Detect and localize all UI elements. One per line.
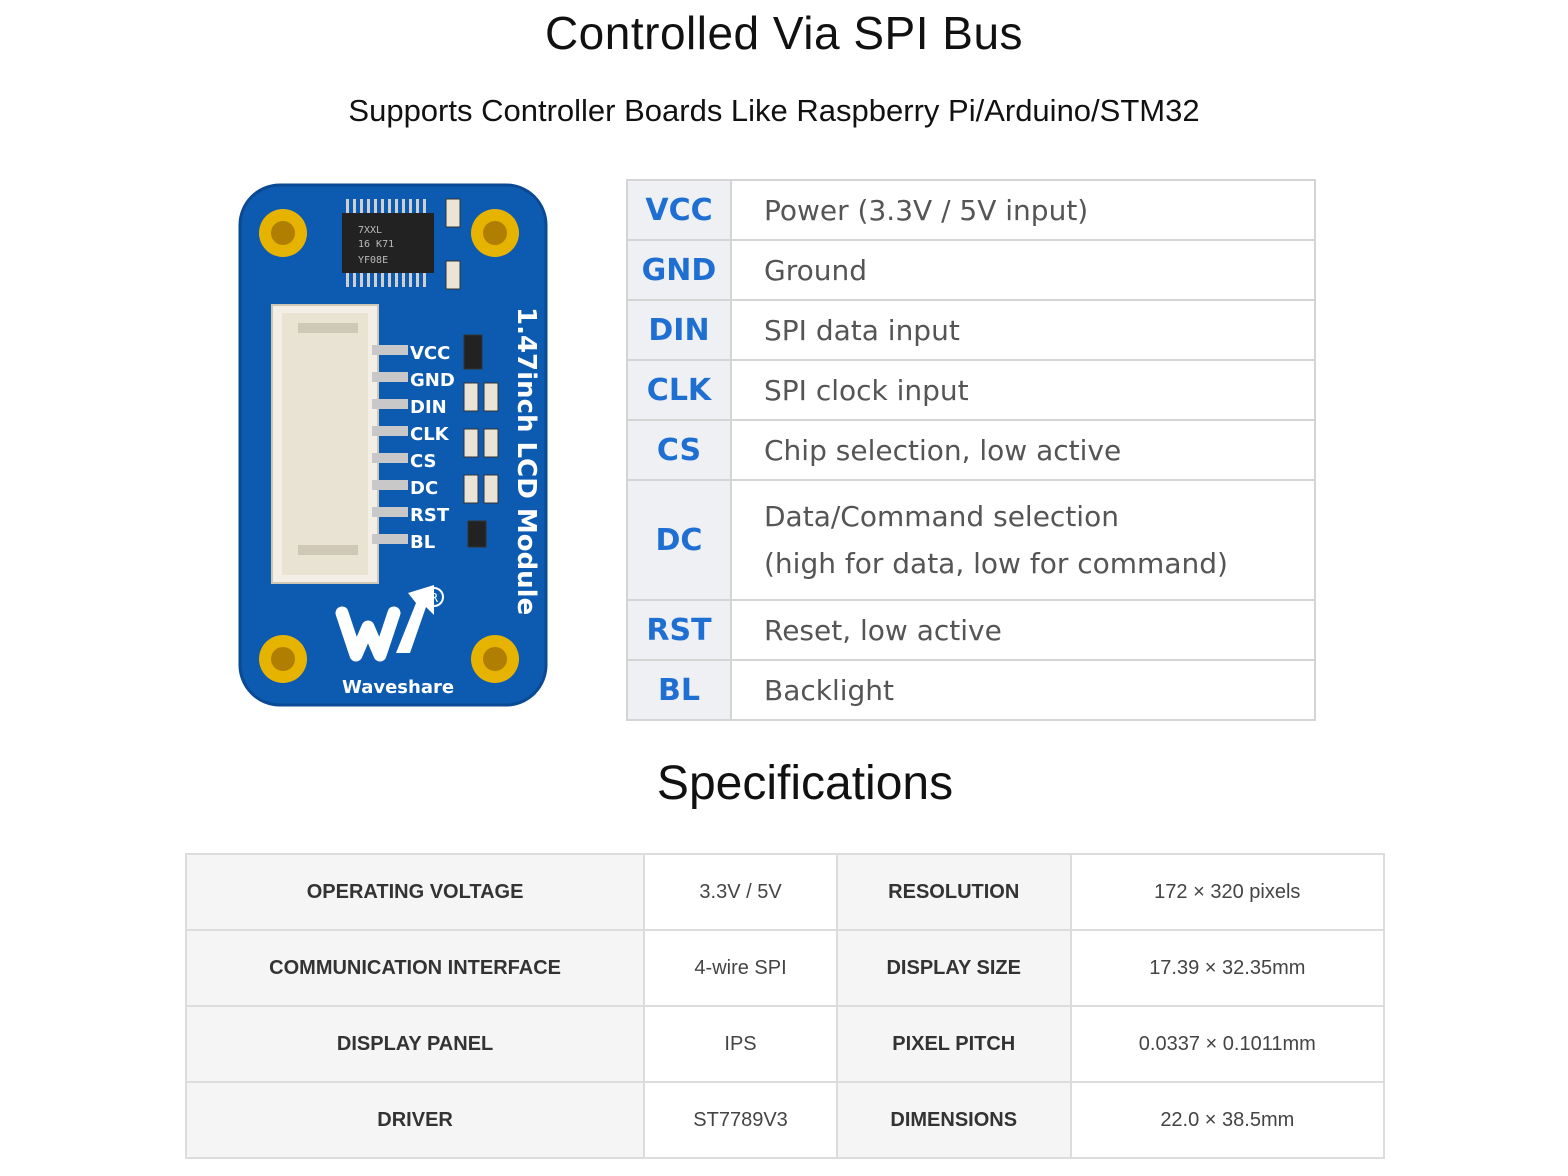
chip-mark-3: YF08E (358, 255, 388, 266)
board-pin-label: GND (410, 370, 455, 391)
chip-mark-1: 7XXL (358, 225, 382, 236)
pin-name: DIN (626, 299, 732, 361)
pin-row: RST Reset, low active (626, 599, 1316, 661)
pin-row: DC Data/Command selection (high for data… (626, 479, 1316, 601)
pin-name: GND (626, 239, 732, 301)
spec-label: COMMUNICATION INTERFACE (184, 929, 646, 1007)
board-pin-label: CLK (410, 424, 450, 445)
table-row: DRIVER ST7789V3 DIMENSIONS 22.0 × 38.5mm (184, 1081, 1386, 1159)
pin-row: VCC Power (3.3V / 5V input) (626, 179, 1316, 241)
board-pin-label: DC (410, 478, 438, 499)
spec-label: OPERATING VOLTAGE (184, 853, 646, 931)
pin-name: DC (626, 479, 732, 601)
connector-icon (271, 304, 408, 584)
spec-label: PIXEL PITCH (835, 1005, 1072, 1083)
pin-description: SPI clock input (730, 359, 1316, 421)
pin-description: Reset, low active (730, 599, 1316, 661)
page-subtitle: Supports Controller Boards Like Raspberr… (348, 93, 1200, 128)
pin-name: RST (626, 599, 732, 661)
spec-label: DIMENSIONS (835, 1081, 1072, 1159)
pin-name: CLK (626, 359, 732, 421)
board-pin-label: VCC (410, 343, 450, 364)
pin-description: Ground (730, 239, 1316, 301)
pin-description: Chip selection, low active (730, 419, 1316, 481)
board-pin-label: BL (410, 532, 435, 553)
pin-row: CS Chip selection, low active (626, 419, 1316, 481)
pin-description: Power (3.3V / 5V input) (730, 179, 1316, 241)
pin-row: DIN SPI data input (626, 299, 1316, 361)
board-pin-label: DIN (410, 397, 447, 418)
specifications-title: Specifications (656, 757, 954, 810)
spec-label: DRIVER (184, 1081, 646, 1159)
svg-text:R: R (430, 591, 438, 605)
spec-value: 4-wire SPI (643, 929, 838, 1007)
spec-value: 3.3V / 5V (643, 853, 838, 931)
pin-description: SPI data input (730, 299, 1316, 361)
pin-name: BL (626, 659, 732, 721)
spec-label: DISPLAY SIZE (835, 929, 1072, 1007)
pin-row: BL Backlight (626, 659, 1316, 721)
pin-description-line2: (high for data, low for command) (764, 547, 1228, 580)
pin-row: GND Ground (626, 239, 1316, 301)
pin-table: VCC Power (3.3V / 5V input) GND Ground D… (626, 179, 1316, 721)
spec-label: RESOLUTION (835, 853, 1072, 931)
spec-label: DISPLAY PANEL (184, 1005, 646, 1083)
spec-value: IPS (643, 1005, 838, 1083)
pin-name: VCC (626, 179, 732, 241)
table-row: OPERATING VOLTAGE 3.3V / 5V RESOLUTION 1… (184, 853, 1386, 931)
pin-description: Data/Command selection (high for data, l… (730, 479, 1316, 601)
table-row: DISPLAY PANEL IPS PIXEL PITCH 0.0337 × 0… (184, 1005, 1386, 1083)
spec-value: 22.0 × 38.5mm (1069, 1081, 1386, 1159)
spec-value: 172 × 320 pixels (1069, 853, 1386, 931)
pin-row: CLK SPI clock input (626, 359, 1316, 421)
page-title: Controlled Via SPI Bus (544, 7, 1024, 59)
pin-description-line1: Data/Command selection (764, 500, 1119, 533)
specifications-table: OPERATING VOLTAGE 3.3V / 5V RESOLUTION 1… (184, 853, 1386, 1159)
table-row: COMMUNICATION INTERFACE 4-wire SPI DISPL… (184, 929, 1386, 1007)
pin-name: CS (626, 419, 732, 481)
module-label: 1.47inch LCD Module (511, 307, 541, 615)
spec-value: 17.39 × 32.35mm (1069, 929, 1386, 1007)
brand-name: Waveshare (342, 677, 454, 698)
lcd-module-board-image: 7XXL 16 K71 YF08E VCC GND DIN CLK CS DC … (238, 183, 548, 707)
waveshare-logo-icon: R (335, 585, 444, 662)
mounting-hole-icon (259, 209, 519, 683)
ic-chip-icon: 7XXL 16 K71 YF08E (342, 199, 434, 287)
spec-value: ST7789V3 (643, 1081, 838, 1159)
chip-mark-2: 16 K71 (358, 239, 394, 250)
board-pin-label: CS (410, 451, 437, 472)
board-pin-label: RST (410, 505, 450, 526)
pin-description: Backlight (730, 659, 1316, 721)
spec-value: 0.0337 × 0.1011mm (1069, 1005, 1386, 1083)
